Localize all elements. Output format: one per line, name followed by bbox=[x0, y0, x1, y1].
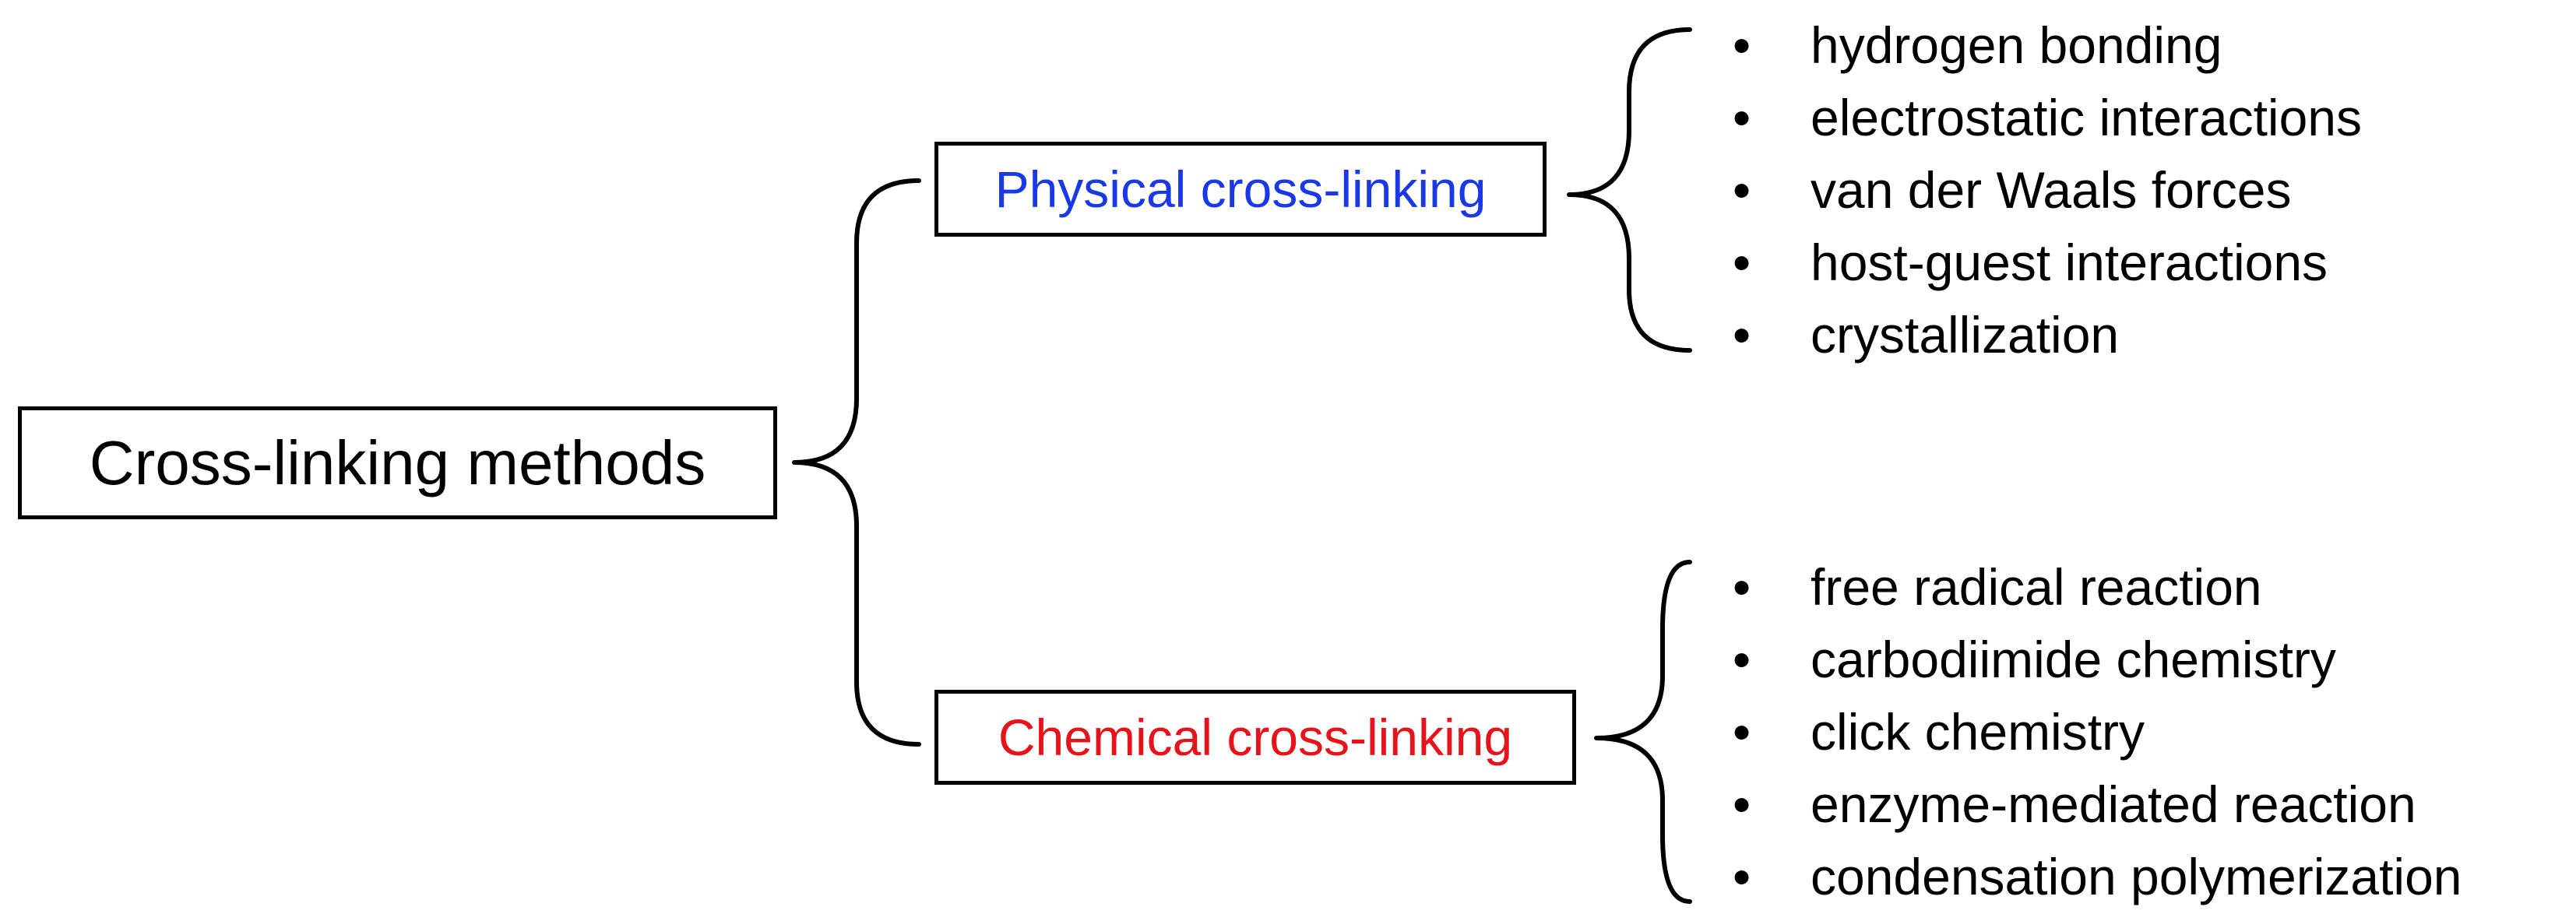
list-item-label: enzyme-mediated reaction bbox=[1811, 775, 2416, 833]
list-item-label: click chemistry bbox=[1811, 703, 2145, 761]
list-item-label: crystallization bbox=[1811, 306, 2120, 364]
chemical-node: Chemical cross-linking bbox=[934, 690, 1576, 785]
physical-node: Physical cross-linking bbox=[934, 142, 1547, 237]
list-item: • click chemistry bbox=[1733, 696, 2462, 768]
list-item-label: condensation polymerization bbox=[1811, 848, 2462, 905]
bullet-icon: • bbox=[1733, 306, 1751, 364]
bullet-icon: • bbox=[1733, 703, 1751, 761]
bullet-icon: • bbox=[1733, 631, 1751, 688]
bullet-icon: • bbox=[1733, 16, 1751, 74]
list-item: • electrostatic interactions bbox=[1733, 82, 2362, 154]
list-item-label: electrostatic interactions bbox=[1811, 89, 2362, 146]
list-item-label: hydrogen bonding bbox=[1811, 16, 2222, 74]
physical-brace bbox=[1567, 27, 1692, 353]
list-item-label: carbodiimide chemistry bbox=[1811, 631, 2336, 688]
list-item: • enzyme-mediated reaction bbox=[1733, 768, 2462, 841]
root-node: Cross-linking methods bbox=[18, 406, 777, 519]
chemical-methods-list: • free radical reaction • carbodiimide che… bbox=[1733, 551, 2462, 913]
list-item: • hydrogen bonding bbox=[1733, 9, 2362, 82]
bullet-icon: • bbox=[1733, 161, 1751, 219]
physical-methods-list: • hydrogen bonding • electrostatic interac… bbox=[1733, 9, 2362, 371]
bullet-icon: • bbox=[1733, 775, 1751, 833]
list-item-label: van der Waals forces bbox=[1811, 161, 2292, 219]
list-item: • condensation polymerization bbox=[1733, 841, 2462, 913]
chemical-brace bbox=[1594, 560, 1692, 904]
main-brace bbox=[792, 178, 921, 747]
bullet-icon: • bbox=[1733, 234, 1751, 291]
list-item: • crystallization bbox=[1733, 299, 2362, 371]
bullet-icon: • bbox=[1733, 89, 1751, 146]
list-item-label: free radical reaction bbox=[1811, 558, 2262, 616]
physical-label: Physical cross-linking bbox=[994, 160, 1487, 218]
root-label: Cross-linking methods bbox=[89, 427, 706, 497]
list-item: • carbodiimide chemistry bbox=[1733, 624, 2462, 696]
list-item-label: host-guest interactions bbox=[1811, 234, 2328, 291]
bullet-icon: • bbox=[1733, 558, 1751, 616]
bullet-icon: • bbox=[1733, 848, 1751, 905]
list-item: • free radical reaction bbox=[1733, 551, 2462, 624]
chemical-label: Chemical cross-linking bbox=[998, 708, 1513, 766]
list-item: • van der Waals forces bbox=[1733, 154, 2362, 227]
list-item: • host-guest interactions bbox=[1733, 227, 2362, 299]
